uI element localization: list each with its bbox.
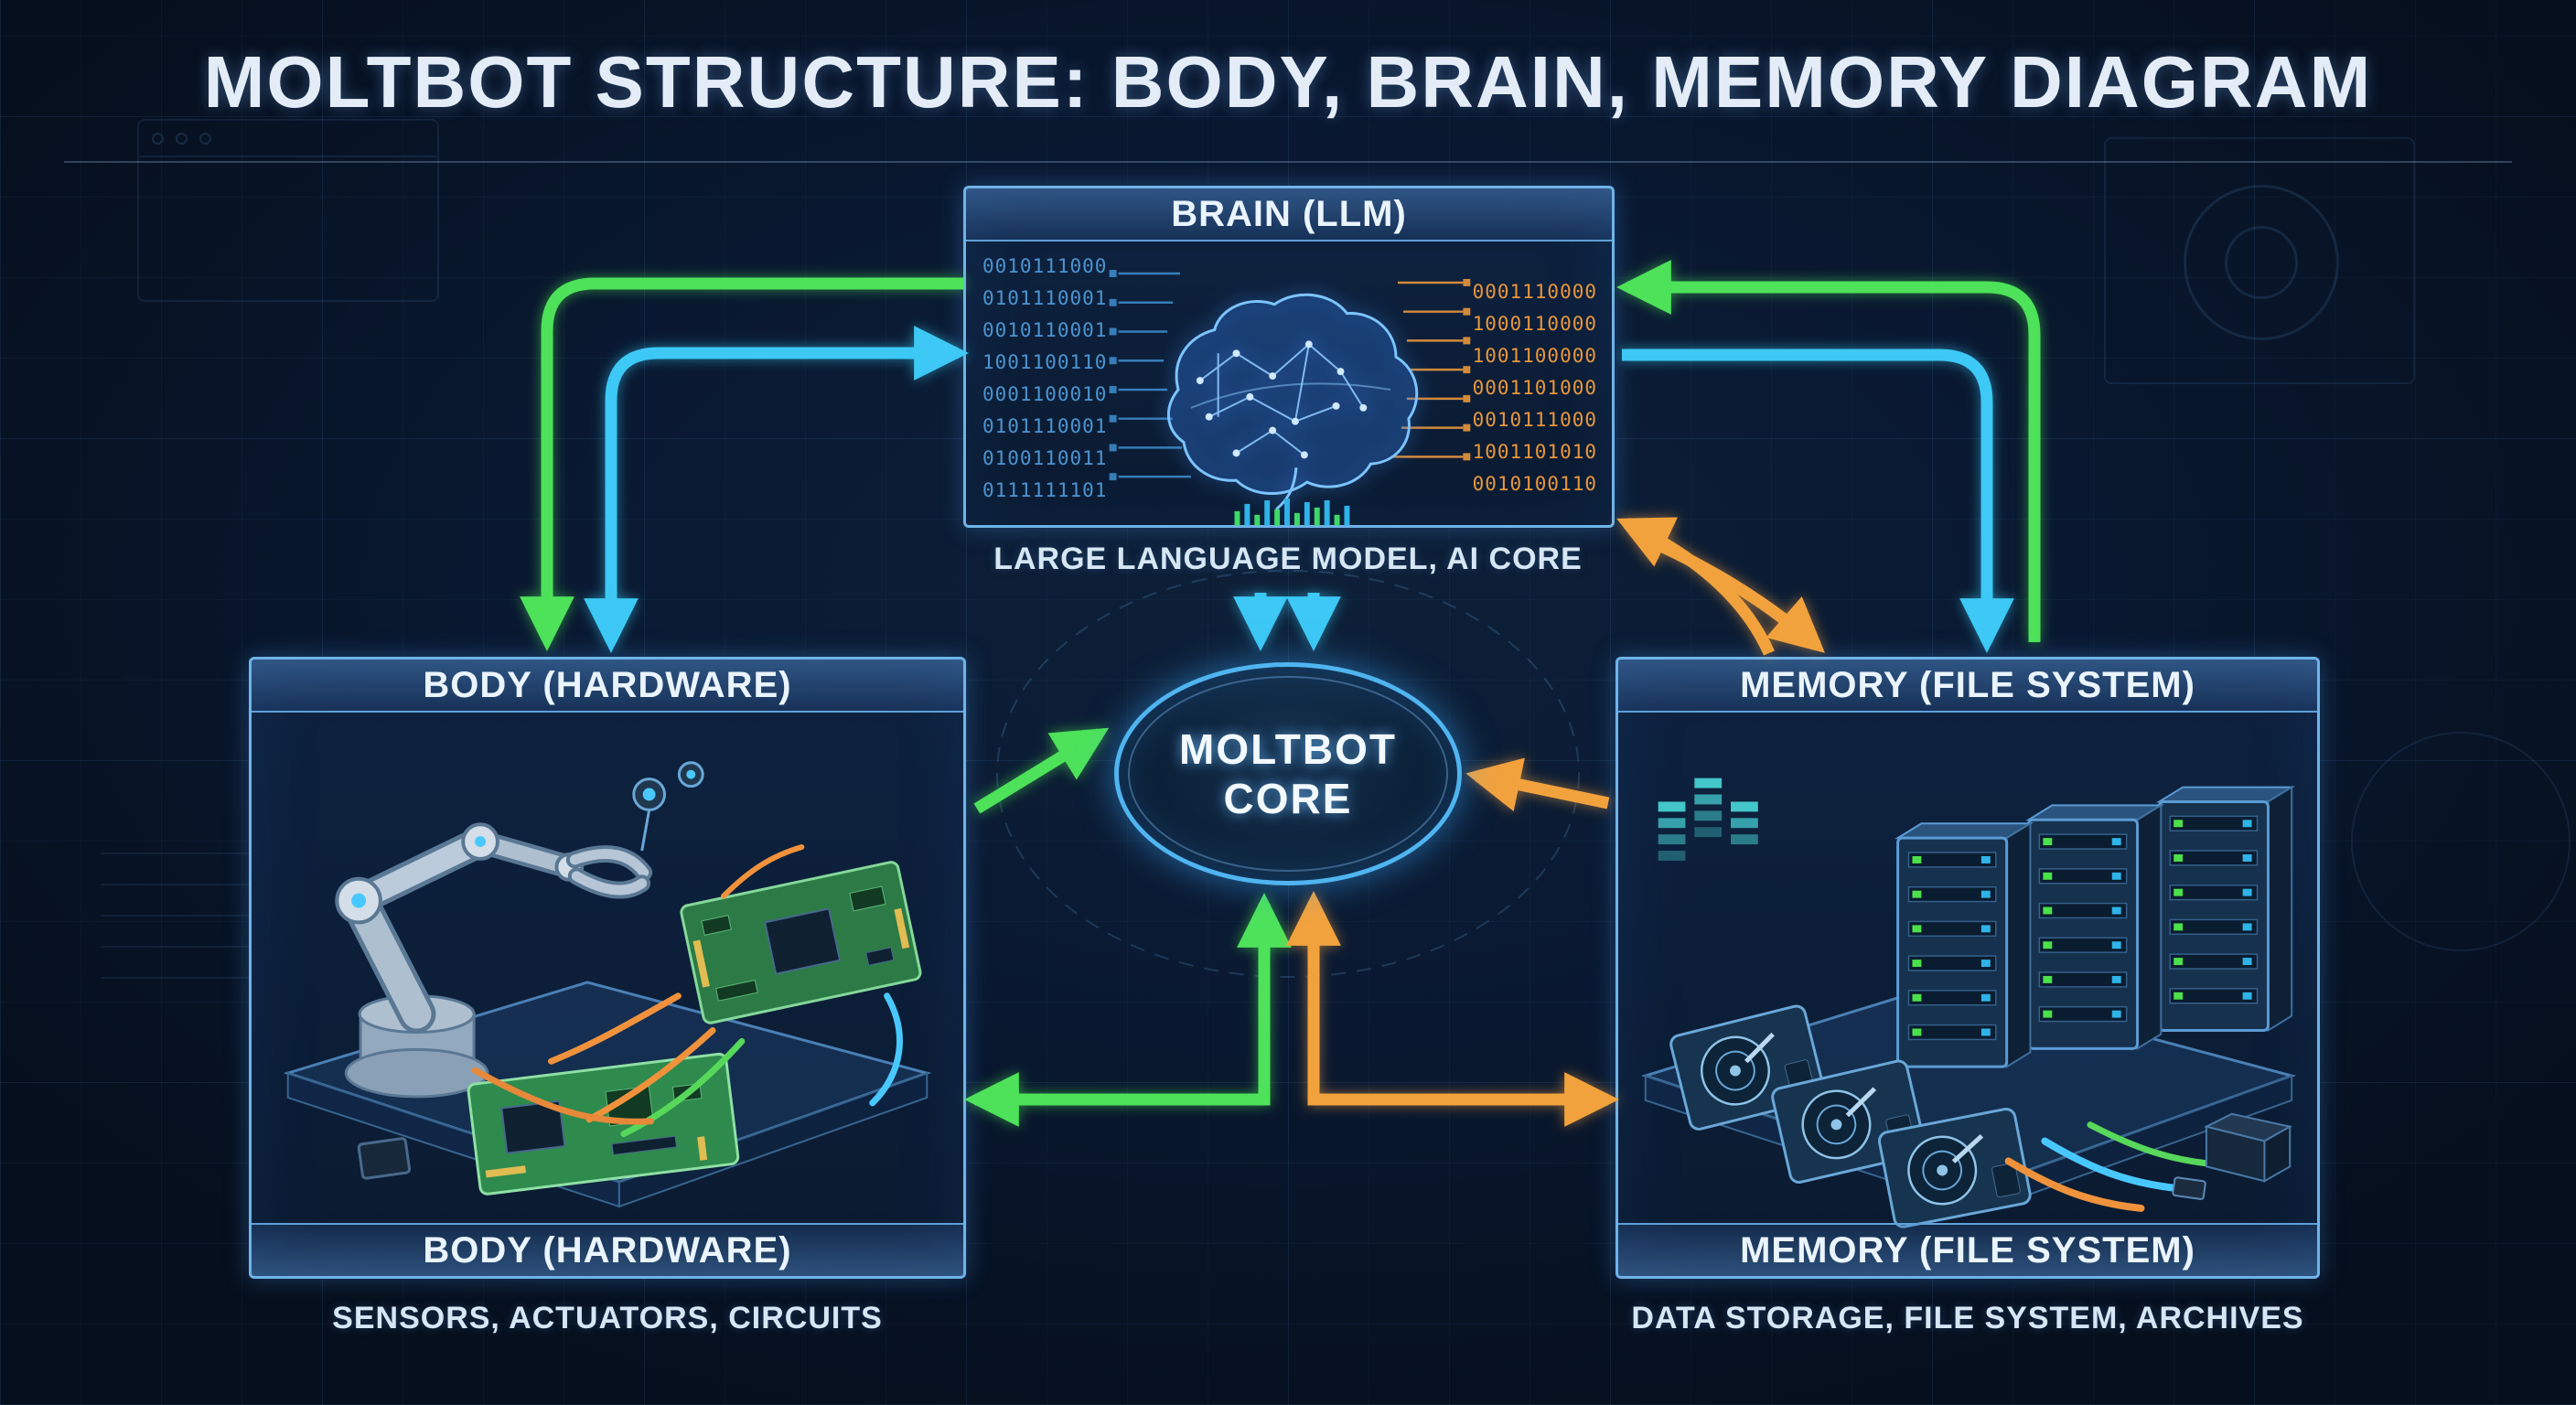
arrow-memory-to-core: [1465, 757, 1610, 812]
binary-row: 1001101010: [1472, 441, 1597, 463]
arrow-brain-to-memory-curve: [1640, 532, 1826, 653]
body-caption: SENSORS, ACTUATORS, CIRCUITS: [332, 1301, 883, 1335]
body-panel-footer: BODY (HARDWARE): [252, 1223, 963, 1276]
arrow-brain-to-memory: [1622, 349, 2014, 653]
wire-icons: [471, 844, 903, 1138]
page-title: MOLTBOT STRUCTURE: BODY, BRAIN, MEMORY D…: [203, 41, 2373, 123]
brain-icon: [1166, 293, 1419, 510]
binary-row: 1000110000: [1472, 313, 1597, 335]
blueprint-decoration: [137, 119, 439, 302]
binary-stream-right: 0001110000 1000110000 1001100000 0001101…: [1473, 276, 1597, 500]
binary-row: 0001100010: [982, 383, 1108, 405]
sensor-icon: [632, 761, 704, 852]
arrow-core-body-link: [964, 893, 1292, 1127]
blueprint-decoration: [2351, 732, 2571, 951]
memory-panel-footer: MEMORY (FILE SYSTEM): [1618, 1223, 2317, 1276]
binary-row: 0010111000: [1472, 409, 1597, 431]
blueprint-dot: [152, 133, 164, 145]
brain-illustration: [1109, 270, 1471, 526]
binary-row: 1001100110: [982, 351, 1108, 373]
binary-row: 0010100110: [1472, 473, 1597, 495]
title-divider: [64, 161, 2512, 163]
arrow-core-memory-link: [1286, 891, 1619, 1127]
data-stream-icon: [1658, 778, 1758, 861]
core-inner-ring: [1128, 676, 1448, 872]
binary-row: 0111111101: [982, 479, 1108, 501]
memory-illustration: [1640, 778, 2297, 1228]
moltbot-core-node: MOLTBOT CORE: [1114, 662, 1462, 885]
body-panel-header: BODY (HARDWARE): [252, 660, 963, 713]
server-rack-icon: [1894, 785, 2295, 1068]
blueprint-gear-ring: [2184, 185, 2339, 340]
signal-bars-icon: [1234, 498, 1350, 526]
circuit-lines-left: [1109, 270, 1191, 481]
body-illustration: [283, 761, 932, 1208]
binary-row: 0101110001: [982, 415, 1108, 437]
memory-panel-header: MEMORY (FILE SYSTEM): [1618, 660, 2317, 713]
body-panel: BODY (HARDWARE): [249, 657, 966, 1279]
brain-panel-header: BRAIN (LLM): [966, 188, 1612, 241]
binary-row: 0101110001: [982, 287, 1108, 309]
blueprint-window-bar: [139, 121, 437, 157]
robot-arm-icon: [335, 822, 653, 1099]
arrow-memory-to-brain: [1616, 260, 2041, 642]
blueprint-gear-ring: [2225, 226, 2298, 299]
memory-panel: MEMORY (FILE SYSTEM): [1615, 657, 2320, 1279]
cable-icons: [2004, 1121, 2225, 1212]
arrow-body-to-core: [973, 727, 1110, 814]
cable-connector-icon: [2172, 1176, 2206, 1200]
hard-drive-icon: [1669, 1004, 2032, 1228]
binary-row: 0100110011: [982, 447, 1108, 469]
memory-caption: DATA STORAGE, FILE SYSTEM, ARCHIVES: [1631, 1301, 2304, 1335]
arrow-brain-to-body: [520, 277, 963, 651]
blueprint-decoration: [2104, 137, 2415, 384]
binary-row: 0010110001: [982, 319, 1108, 341]
binary-row: 1001100000: [1472, 345, 1597, 367]
circuit-lines-right: [1392, 278, 1471, 461]
blueprint-dot: [176, 133, 188, 145]
binary-row: 0010111000: [982, 255, 1108, 277]
blueprint-dot: [199, 133, 211, 145]
circuit-board-icon: [357, 861, 922, 1196]
brain-caption: LARGE LANGUAGE MODEL, AI CORE: [993, 542, 1583, 576]
binary-row: 0001110000: [1472, 281, 1597, 303]
binary-stream-left: 0010111000 0101110001 0010110001 1001100…: [982, 251, 1107, 507]
storage-box-icon: [2204, 1112, 2292, 1183]
binary-row: 0001101000: [1472, 377, 1597, 399]
brain-panel: BRAIN (LLM): [963, 186, 1615, 528]
arrow-body-brain-link: [584, 326, 969, 653]
